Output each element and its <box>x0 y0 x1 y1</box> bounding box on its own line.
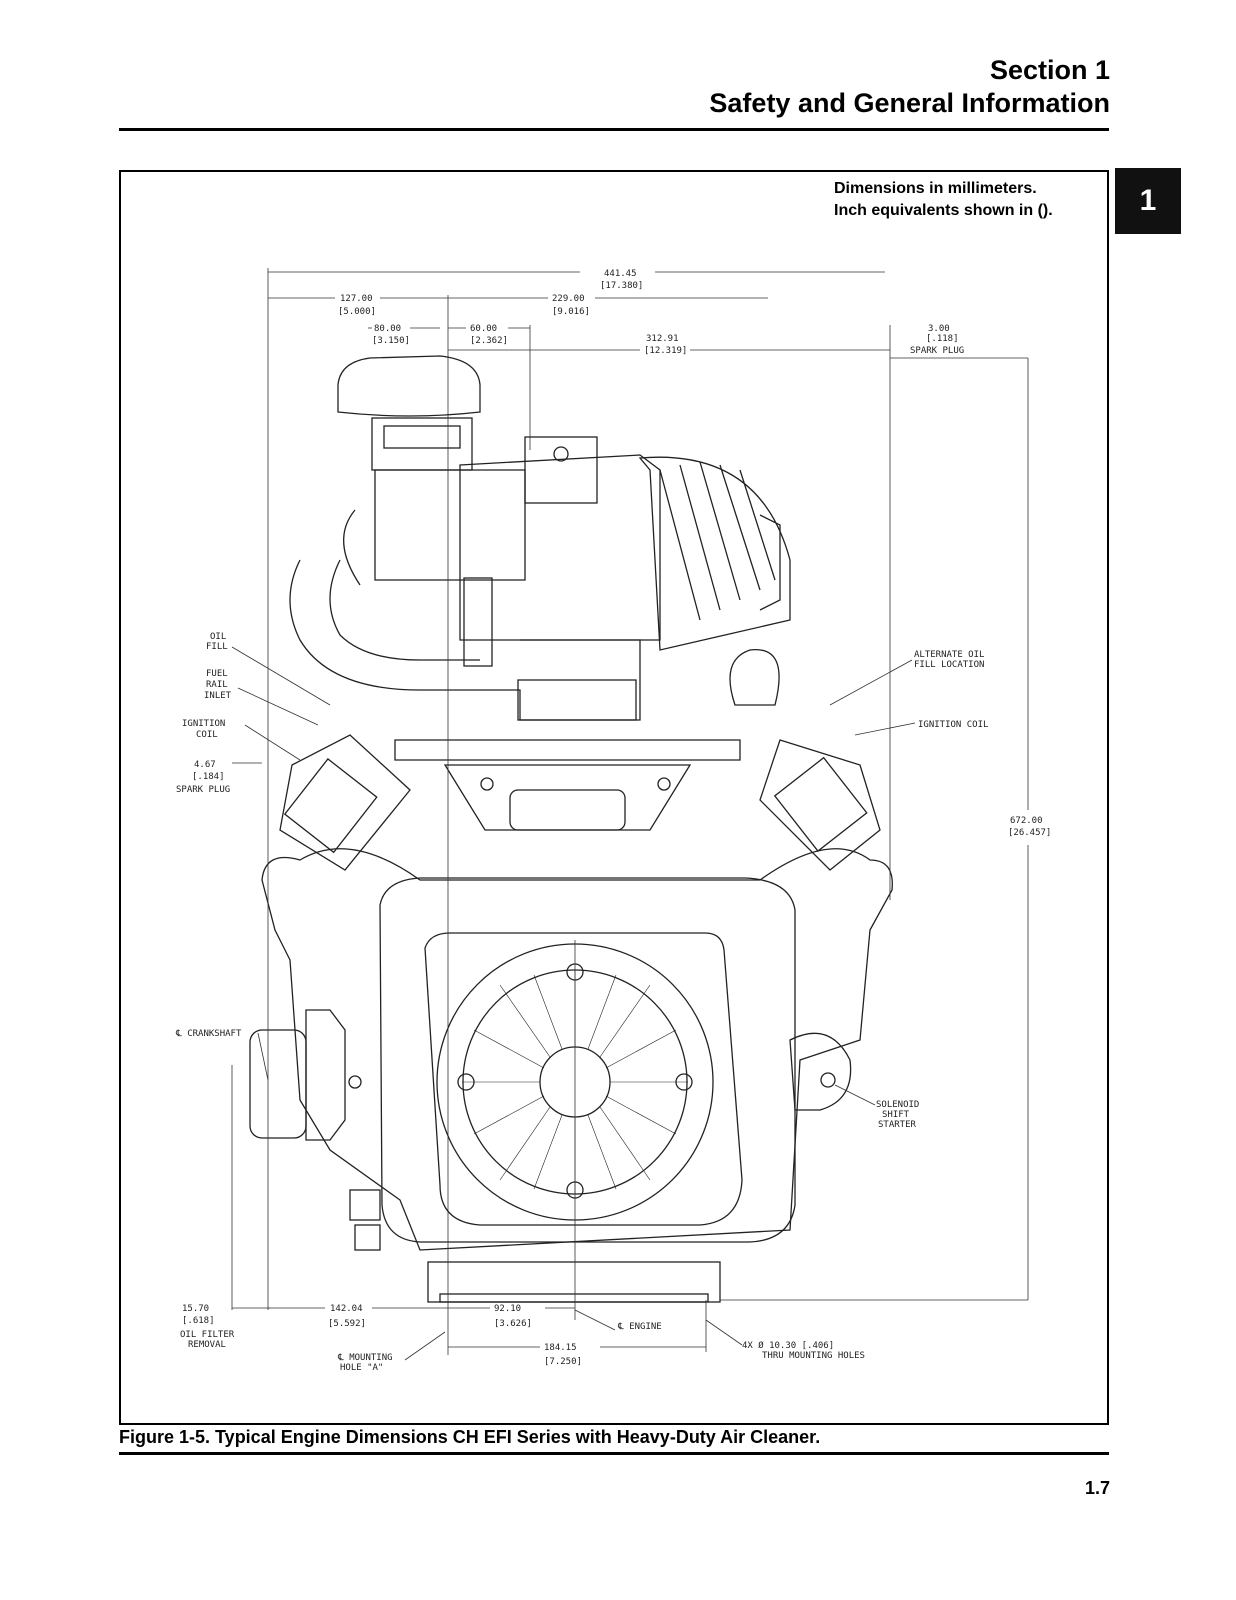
figure-note: Dimensions in millimeters. Inch equivale… <box>834 178 1053 222</box>
dim-672-in: [26.457] <box>1008 828 1051 838</box>
dim-4x-holes: 4X Ø 10.30 [.406] <box>742 1340 834 1351</box>
dim-184-in: [7.250] <box>544 1357 582 1367</box>
section-title: Safety and General Information <box>709 88 1110 118</box>
dim-441-mm: 441.45 <box>604 269 637 279</box>
dim-229-in: [9.016] <box>552 307 590 317</box>
dim-467-in: [.184] <box>192 772 225 782</box>
callout-ignition: IGNITION <box>182 719 225 729</box>
dim-312-mm: 312.91 <box>646 334 679 344</box>
note-line-1: Dimensions in millimeters. <box>834 180 1037 197</box>
dim-3-mm: 3.00 <box>928 324 950 334</box>
dim-142-mm: 142.04 <box>330 1304 363 1314</box>
dim-92-in: [3.626] <box>494 1319 532 1329</box>
dim-3-in: [.118] <box>926 334 959 344</box>
callout-fill: FILL <box>206 642 228 652</box>
callout-solenoid: SOLENOID <box>876 1100 919 1110</box>
footer-rule <box>119 1452 1109 1455</box>
dim-142-in: [5.592] <box>328 1319 366 1329</box>
callout-oil: OIL <box>210 632 226 642</box>
callout-spark-plug-left: SPARK PLUG <box>176 785 230 795</box>
engine-outline <box>249 355 893 1303</box>
dim-127-mm: 127.00 <box>340 294 373 304</box>
header-rule <box>119 128 1109 131</box>
dim-672-mm: 672.00 <box>1010 816 1043 826</box>
dim-60-mm: 60.00 <box>470 324 497 334</box>
callout-oil-filter-1: OIL FILTER <box>180 1330 235 1340</box>
callout-crankshaft: ℄ CRANKSHAFT <box>175 1029 242 1039</box>
figure-caption: Figure 1-5. Typical Engine Dimensions CH… <box>119 1427 821 1447</box>
callout-rail: RAIL <box>206 680 228 690</box>
dim-15-mm: 15.70 <box>182 1304 209 1314</box>
dimension-lines <box>231 268 1029 1361</box>
callout-mounting-1: ℄ MOUNTING <box>337 1353 393 1363</box>
callout-starter: STARTER <box>878 1120 917 1130</box>
callout-fuel: FUEL <box>206 669 228 679</box>
callout-shift: SHIFT <box>882 1110 910 1120</box>
dim-229-mm: 229.00 <box>552 294 585 304</box>
dim-15-in: [.618] <box>182 1316 215 1326</box>
dim-80-mm: 80.00 <box>374 324 401 334</box>
dim-441-in: [17.380] <box>600 281 643 291</box>
callout-ignition-coil-right: IGNITION COIL <box>918 720 988 730</box>
callout-engine-cl: ℄ ENGINE <box>617 1322 662 1332</box>
dim-60-in: [2.362] <box>470 336 508 346</box>
callout-mounting-2: HOLE "A" <box>340 1363 383 1373</box>
dim-312-in: [12.319] <box>644 346 687 356</box>
figure-frame <box>119 170 1109 1425</box>
callout-coil: COIL <box>196 730 218 740</box>
dim-80-in: [3.150] <box>372 336 410 346</box>
note-line-2: Inch equivalents shown in (). <box>834 202 1053 219</box>
section-heading: Section 1 <box>989 55 1110 85</box>
callout-inlet: INLET <box>204 691 232 701</box>
callout-alt-oil-2: FILL LOCATION <box>914 660 984 670</box>
dim-127-in: [5.000] <box>338 307 376 317</box>
dim-184-mm: 184.15 <box>544 1343 577 1353</box>
page-number: 1.7 <box>1084 1478 1110 1498</box>
dim-92-mm: 92.10 <box>494 1304 521 1314</box>
dim-thru-holes: THRU MOUNTING HOLES <box>762 1351 865 1361</box>
callout-spark-plug-top: SPARK PLUG <box>910 346 964 356</box>
callout-alt-oil-1: ALTERNATE OIL <box>914 650 984 660</box>
section-tab: 1 <box>1115 168 1181 234</box>
callout-oil-filter-2: REMOVAL <box>188 1340 226 1350</box>
dim-467-mm: 4.67 <box>194 760 216 770</box>
